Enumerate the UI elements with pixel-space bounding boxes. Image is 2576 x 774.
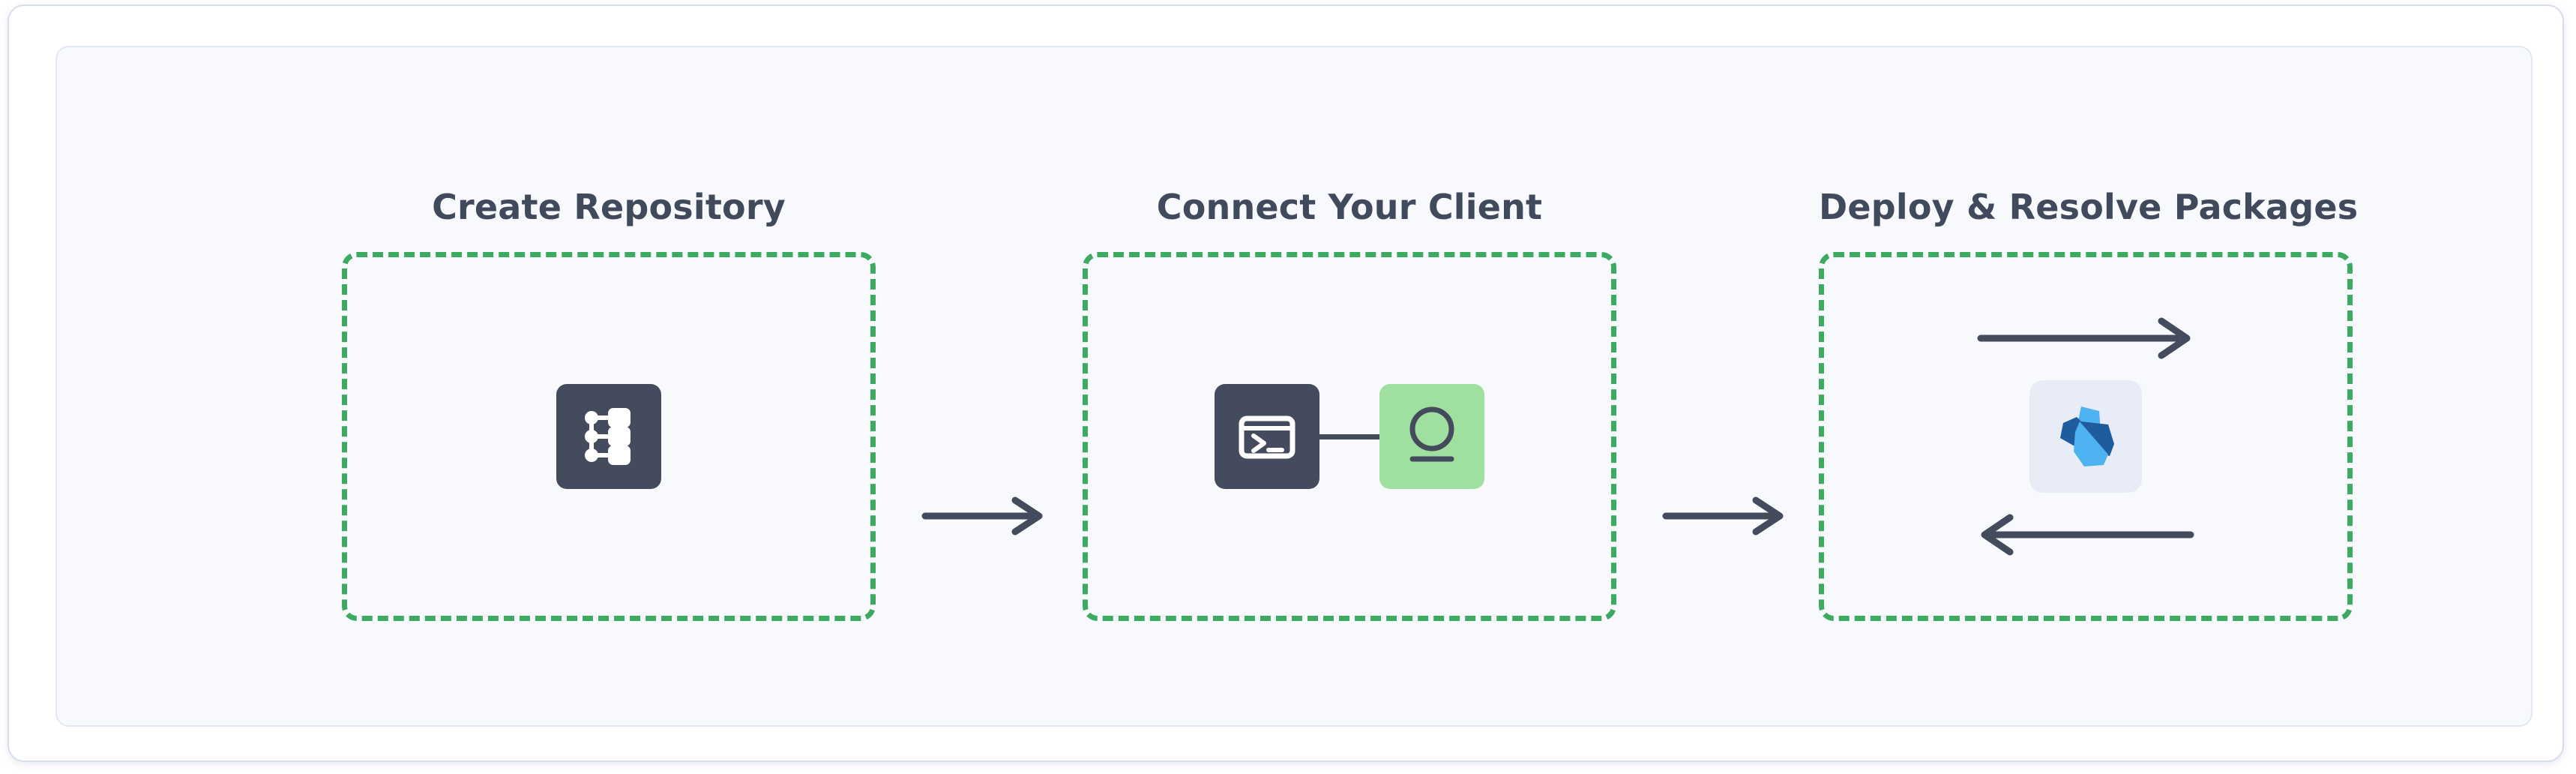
- repository-tree-icon: [556, 384, 661, 489]
- step-create-repository: Create Repository: [342, 190, 876, 621]
- step-deploy-and-resolve-packages: Deploy & Resolve Packages: [1819, 187, 2359, 621]
- connector-arrow-2: [1661, 494, 1789, 538]
- connector-arrow-1: [921, 494, 1048, 538]
- step-title-create-repository: Create Repository: [432, 187, 786, 227]
- dashed-box-deploy-and-resolve-packages: [1819, 252, 2353, 621]
- box-content-create-repository: [347, 257, 870, 616]
- deploy-resolve-stack: [1976, 316, 2195, 557]
- nuget-logo-icon: [2029, 380, 2142, 493]
- box-content-deploy-and-resolve-packages: [1824, 257, 2347, 616]
- client-link-line: [1319, 434, 1379, 440]
- resolve-arrow-left: [1976, 512, 2195, 557]
- artifactory-logo-icon: [1379, 384, 1484, 489]
- diagram-card: Create Repository: [7, 4, 2564, 762]
- terminal-icon: [1215, 384, 1319, 489]
- steps-row: Create Repository: [57, 47, 2531, 725]
- step-connect-your-client: Connect Your Client: [1083, 190, 1616, 621]
- step-title-connect-your-client: Connect Your Client: [1156, 187, 1543, 227]
- deploy-arrow-right: [1976, 316, 2195, 361]
- diagram-panel: Create Repository: [55, 46, 2533, 727]
- step-title-deploy-and-resolve-packages: Deploy & Resolve Packages: [1819, 187, 2359, 227]
- dashed-box-create-repository: [342, 252, 876, 621]
- box-content-connect-your-client: [1088, 257, 1611, 616]
- dashed-box-connect-your-client: [1083, 252, 1616, 621]
- client-connection-group: [1215, 384, 1484, 489]
